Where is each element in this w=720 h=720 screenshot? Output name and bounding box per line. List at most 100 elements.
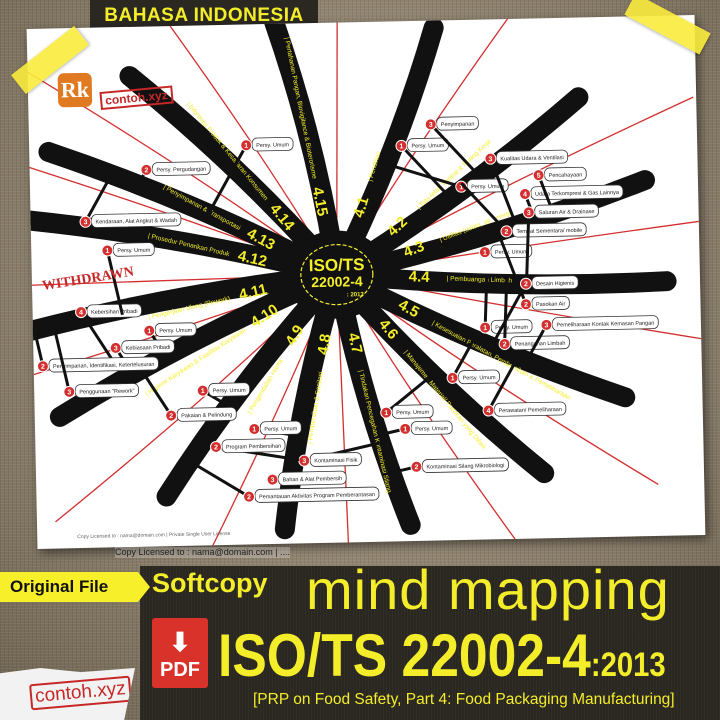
sub-node-number-badge: [540, 318, 553, 331]
sub-branch: [142, 372, 173, 417]
sub-node-number-badge: [478, 246, 491, 259]
sub-node-number: 2: [247, 494, 251, 501]
sub-branch: [483, 277, 489, 328]
sub-branch: [525, 212, 531, 279]
sub-node-number: 2: [524, 281, 528, 288]
sub-node-box: [458, 369, 500, 385]
sub-node-number: 3: [84, 219, 88, 226]
sub-node-label: Persy. Umum: [463, 375, 496, 382]
sub-node-box: [151, 161, 211, 176]
softcopy-label: Softcopy: [152, 568, 268, 598]
sub-node-number: 2: [214, 444, 218, 451]
branch-number: 4.1: [350, 195, 372, 220]
sub-node-number: 3: [67, 389, 71, 396]
sub-node: Persy. Umum 1: [446, 333, 500, 385]
sub-node-box: [251, 136, 294, 152]
sub-node-label: Persy. Umum: [495, 249, 528, 256]
center-year: : 2013: [347, 292, 365, 298]
sub-node-number: 1: [147, 328, 151, 335]
sub-node-box: [534, 203, 599, 219]
sub-node-number-badge: [500, 225, 513, 238]
sub-branch: [52, 327, 71, 393]
sub-node-box: [494, 401, 567, 417]
sub-branch: [105, 250, 124, 316]
watermark-text: contoh.xyz: [29, 675, 132, 711]
sub-node-number: 2: [41, 364, 45, 371]
sub-node-number-badge: [399, 422, 412, 435]
sub-node-number: 3: [429, 122, 433, 129]
sub-branch: [191, 461, 250, 498]
sub-node-label: Persy. Umum: [471, 184, 504, 191]
sub-node-number: 2: [169, 413, 173, 420]
download-arrow-icon: ⬇: [169, 627, 191, 657]
sub-node-number: 1: [483, 325, 487, 332]
sub-node-box: [410, 420, 453, 436]
sub-node-number: 2: [504, 229, 508, 236]
sub-node-number: 1: [244, 143, 248, 150]
sub-node: Pemantauan Aktivitas Program Pemberantas…: [191, 461, 380, 503]
sub-node-number-badge: [243, 490, 256, 503]
sub-node-label: Pencahayaan: [549, 172, 583, 179]
sub-node-box: [552, 315, 659, 332]
sub-node-box: [531, 296, 570, 311]
sub-branch: [451, 333, 478, 379]
sub-node-label: Udara Terkompresi & Gas Lainnya: [535, 190, 620, 198]
sub-node-label: Pemeliharaan Kontak Kemasan Pangan: [556, 321, 654, 329]
sub-node-label: Tempat Sementara/ mobile: [516, 228, 582, 235]
sub-node-number: 2: [144, 167, 148, 174]
sub-node: Penyimpanan, Identifikasi, Ketertelusura…: [33, 330, 159, 373]
sub-node-box: [512, 222, 587, 238]
branch-tip: [47, 148, 180, 211]
sub-node-number-badge: [143, 324, 156, 337]
branch-number: 4.12: [236, 247, 268, 270]
sub-node-label: Pemantauan Aktivitas Program Pemberantas…: [259, 492, 375, 500]
sub-node-label: Penyimpanan, Identifikasi, Ketertelusura…: [53, 362, 155, 370]
branch-divider: [395, 284, 706, 347]
sub-node-number-badge: [240, 139, 253, 152]
sub-node-box: [208, 382, 251, 397]
pdf-icon: ⬇PDF: [152, 618, 208, 688]
sub-node-number: 1: [403, 426, 407, 433]
sub-node: Pasokan Air 2: [494, 225, 570, 311]
sub-node-label: Penanganan Limbah: [515, 341, 566, 348]
center-standard: 22002-4: [311, 273, 363, 290]
sub-node-number-badge: [210, 440, 223, 453]
sub-node-box: [531, 275, 579, 290]
sub-node-number: 3: [302, 458, 306, 465]
sub-node-label: Kebiasaan Pribadi: [126, 345, 171, 352]
sub-branch: [84, 177, 111, 223]
branch-divider: [382, 305, 659, 485]
sub-node-label: Pasokan Air: [536, 301, 566, 308]
sub-node-number: 3: [527, 210, 531, 217]
sub-node-label: Pakaian & Pelindung: [181, 412, 232, 419]
sub-node-label: Program Pembersihan: [226, 444, 281, 451]
sub-node-number-badge: [140, 163, 153, 176]
sub-node-number: 1: [451, 375, 455, 382]
sub-node-box: [259, 420, 302, 436]
sub-node-box: [112, 242, 155, 257]
sub-node-label: Persy. Umum: [213, 388, 246, 395]
sub-node: Penggunaan "Rework"3: [52, 327, 139, 398]
sub-node-label: Persy. Umum: [495, 325, 528, 332]
sub-node-box: [48, 356, 159, 373]
sub-node-number-badge: [101, 244, 114, 257]
sub-node-label: Persy. Pergudangan: [156, 167, 206, 174]
sub-node-label: Persy. Umum: [117, 248, 150, 255]
sub-node-number: 2: [524, 302, 528, 309]
sub-node-number: 4: [487, 408, 491, 415]
pdf-label: PDF: [160, 659, 200, 681]
original-file-tag: Original File: [0, 572, 150, 602]
publisher-logo: Rk: [57, 72, 93, 108]
sub-node-box: [495, 149, 569, 165]
center-outline: [300, 244, 374, 306]
